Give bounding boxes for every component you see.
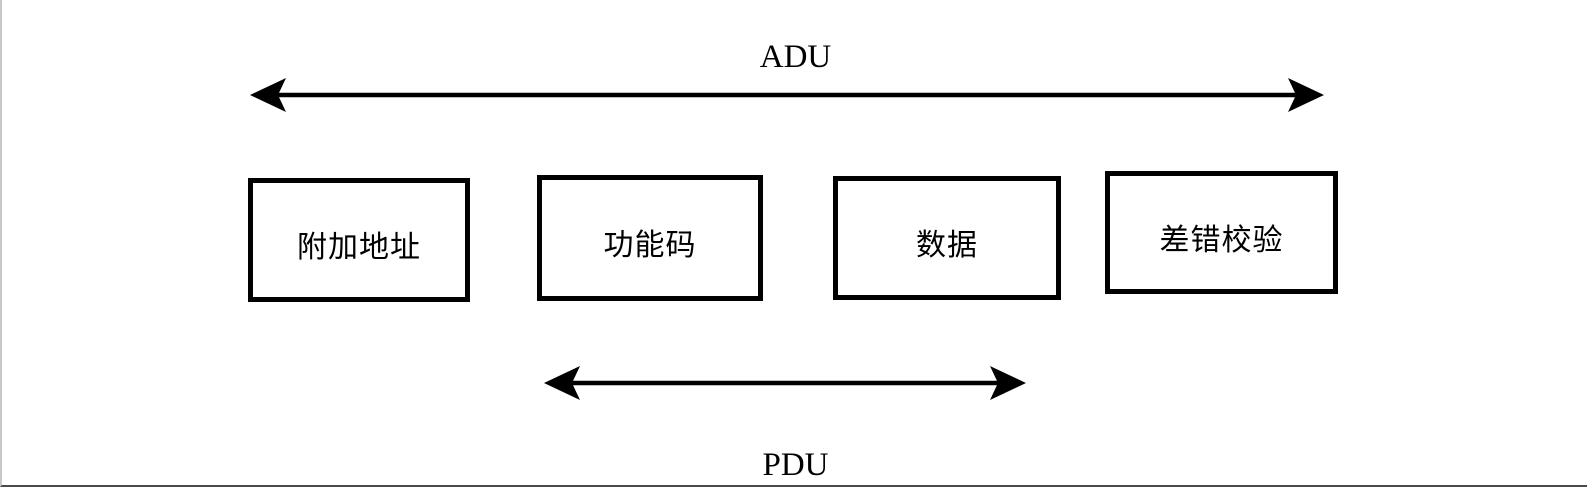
field-label-additional-address: 附加地址 (297, 231, 421, 264)
pdu-span-label: PDU (762, 447, 829, 483)
field-box-function-code[interactable]: 功能码 (537, 175, 763, 301)
adu-span-label: ADU (759, 39, 832, 75)
pdu-span-arrow (544, 366, 1026, 400)
field-box-additional-address[interactable]: 附加地址 (248, 178, 470, 302)
adu-span-arrow (250, 78, 1324, 112)
field-label-data: 数据 (916, 229, 978, 262)
field-box-error-check[interactable]: 差错校验 (1105, 171, 1338, 294)
field-box-data[interactable]: 数据 (833, 176, 1061, 300)
field-label-function-code: 功能码 (603, 229, 697, 262)
field-label-error-check: 差错校验 (1159, 223, 1284, 257)
